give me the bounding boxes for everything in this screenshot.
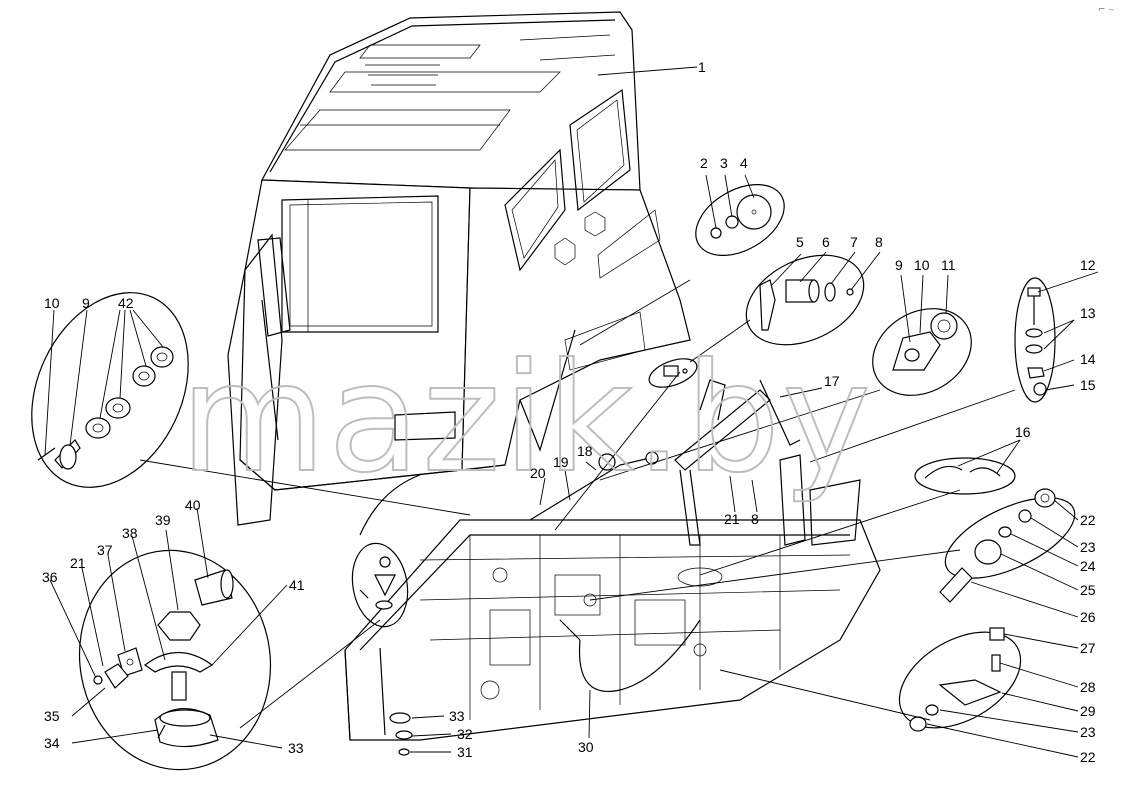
callout-33: 33: [288, 740, 304, 756]
detail-oval-bushing: [745, 254, 865, 346]
callout-8: 8: [875, 234, 883, 250]
detail-oval-clip: [914, 457, 1016, 495]
detail-oval-front-mount: [351, 542, 409, 628]
callout-13: 13: [1080, 305, 1096, 321]
callout-22: 22: [1080, 512, 1096, 528]
callout-2: 2: [700, 155, 708, 171]
callout-39: 39: [155, 512, 171, 528]
callout-26: 26: [1080, 609, 1096, 625]
callout-11: 11: [941, 257, 956, 273]
callout-23: 23: [1080, 539, 1096, 555]
watermark: mazik.by: [180, 332, 873, 506]
callout-18: 18: [577, 443, 593, 459]
callout-10: 10: [914, 257, 930, 273]
callout-12: 12: [1080, 257, 1096, 273]
callout-31: 31: [457, 744, 473, 760]
callout-41: 41: [289, 577, 305, 593]
callout-8-lower: 8: [751, 511, 759, 527]
callout-labels: 1 2 3 4 5 6 7 8 9 10 11 12 13 14 15 16 1…: [42, 59, 1096, 765]
callout-33-chassis: 33: [449, 708, 465, 724]
callout-23-lower: 23: [1080, 724, 1096, 740]
callout-29: 29: [1080, 703, 1096, 719]
callout-24: 24: [1080, 558, 1096, 574]
callout-20: 20: [530, 465, 546, 481]
callout-34: 34: [44, 735, 60, 751]
callout-16: 16: [1015, 424, 1031, 440]
detail-oval-spacer: [944, 497, 1076, 579]
detail-ovals: [31, 184, 1076, 771]
callout-1: 1: [698, 59, 706, 75]
detail-oval-mount-plate: [898, 631, 1022, 729]
callout-10-left: 10: [44, 295, 60, 311]
callout-21: 21: [724, 511, 740, 527]
callout-9-left: 9: [82, 295, 90, 311]
callout-36: 36: [42, 569, 58, 585]
callout-3: 3: [720, 155, 728, 171]
callout-32: 32: [457, 726, 473, 742]
callout-25: 25: [1080, 582, 1096, 598]
callout-7: 7: [850, 234, 858, 250]
callout-37: 37: [97, 542, 113, 558]
callout-6: 6: [822, 234, 830, 250]
detail-oval-hinge-pin: [31, 292, 189, 488]
detail-oval-plug: [695, 184, 785, 256]
callout-42: 42: [118, 295, 134, 311]
callout-14: 14: [1080, 351, 1096, 367]
callout-5: 5: [796, 234, 804, 250]
leader-lines: [44, 66, 1099, 758]
callout-15: 15: [1080, 377, 1096, 393]
callout-40: 40: [185, 497, 201, 513]
callout-28: 28: [1080, 679, 1096, 695]
callout-19: 19: [553, 454, 569, 470]
callout-30: 30: [578, 739, 594, 755]
callout-22-lower: 22: [1080, 749, 1096, 765]
callout-17: 17: [824, 373, 840, 389]
corner-mark: ⌐ ‒: [1098, 5, 1114, 15]
callout-27: 27: [1080, 640, 1096, 656]
callout-4: 4: [740, 155, 748, 171]
detail-oval-bracket: [872, 308, 972, 396]
truck-cab: [227, 11, 691, 536]
chassis-frame: [344, 379, 881, 756]
callout-21-left: 21: [70, 555, 86, 571]
callout-38: 38: [122, 525, 138, 541]
detail-oval-bolt-set: [1014, 277, 1056, 403]
callout-9: 9: [895, 257, 903, 273]
callout-35: 35: [44, 708, 60, 724]
detail-oval-rubber-mount: [78, 549, 272, 771]
